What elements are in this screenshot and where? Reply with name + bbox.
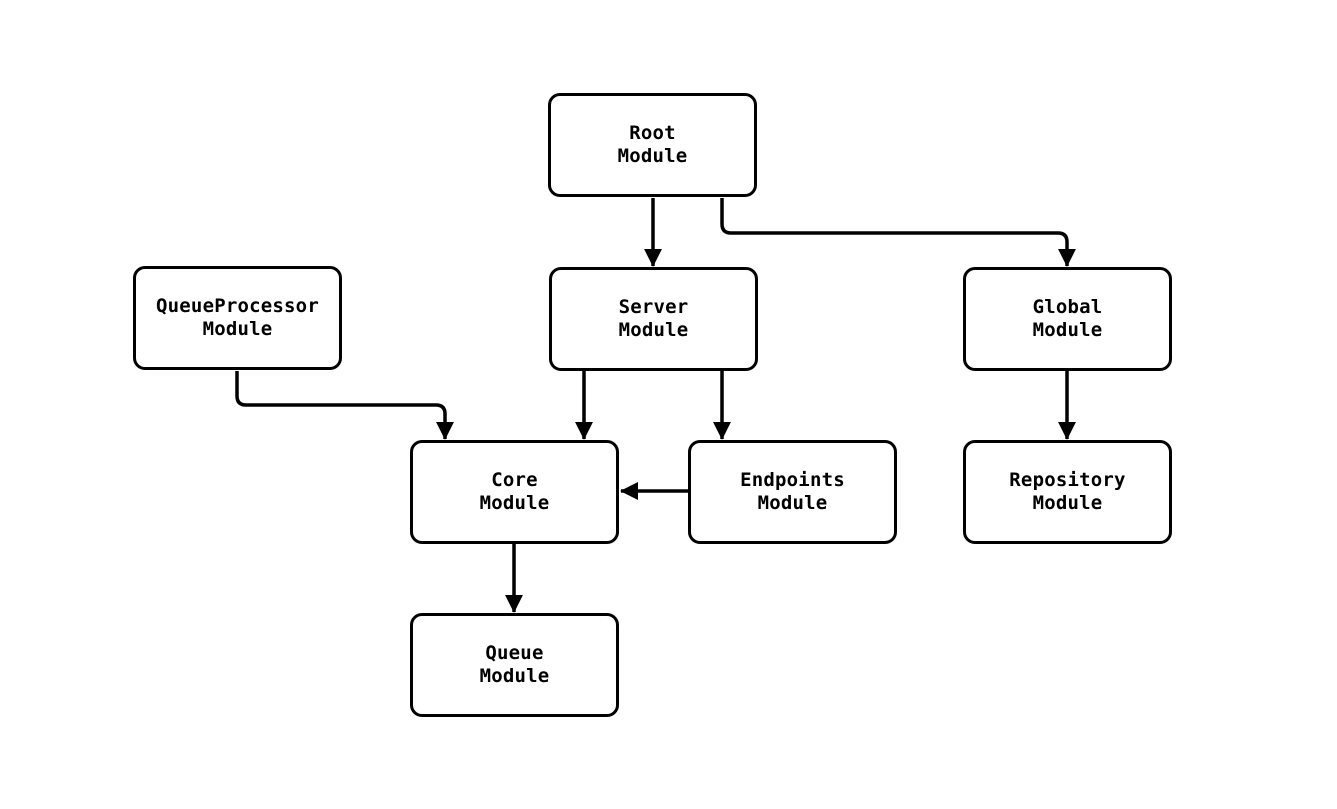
node-endpoints-module: Endpoints Module <box>688 440 897 544</box>
edge-root-to-global <box>720 198 1076 267</box>
node-queueprocessor-module-label: QueueProcessor Module <box>156 295 319 340</box>
node-server-module: Server Module <box>549 267 758 371</box>
node-root-module-label: Root Module <box>617 122 688 167</box>
node-global-module-label: Global Module <box>1032 296 1103 341</box>
node-core-module: Core Module <box>410 440 619 544</box>
node-queueprocessor-module: QueueProcessor Module <box>133 266 342 370</box>
node-root-module: Root Module <box>548 93 757 197</box>
node-global-module: Global Module <box>963 267 1172 371</box>
node-queue-module-label: Queue Module <box>479 642 550 687</box>
edge-queueprocessor-to-core <box>235 371 454 440</box>
node-repository-module-label: Repository Module <box>1009 469 1126 514</box>
node-repository-module: Repository Module <box>963 440 1172 544</box>
node-queue-module: Queue Module <box>410 613 619 717</box>
node-endpoints-module-label: Endpoints Module <box>740 469 845 514</box>
node-server-module-label: Server Module <box>618 296 689 341</box>
node-core-module-label: Core Module <box>479 469 550 514</box>
